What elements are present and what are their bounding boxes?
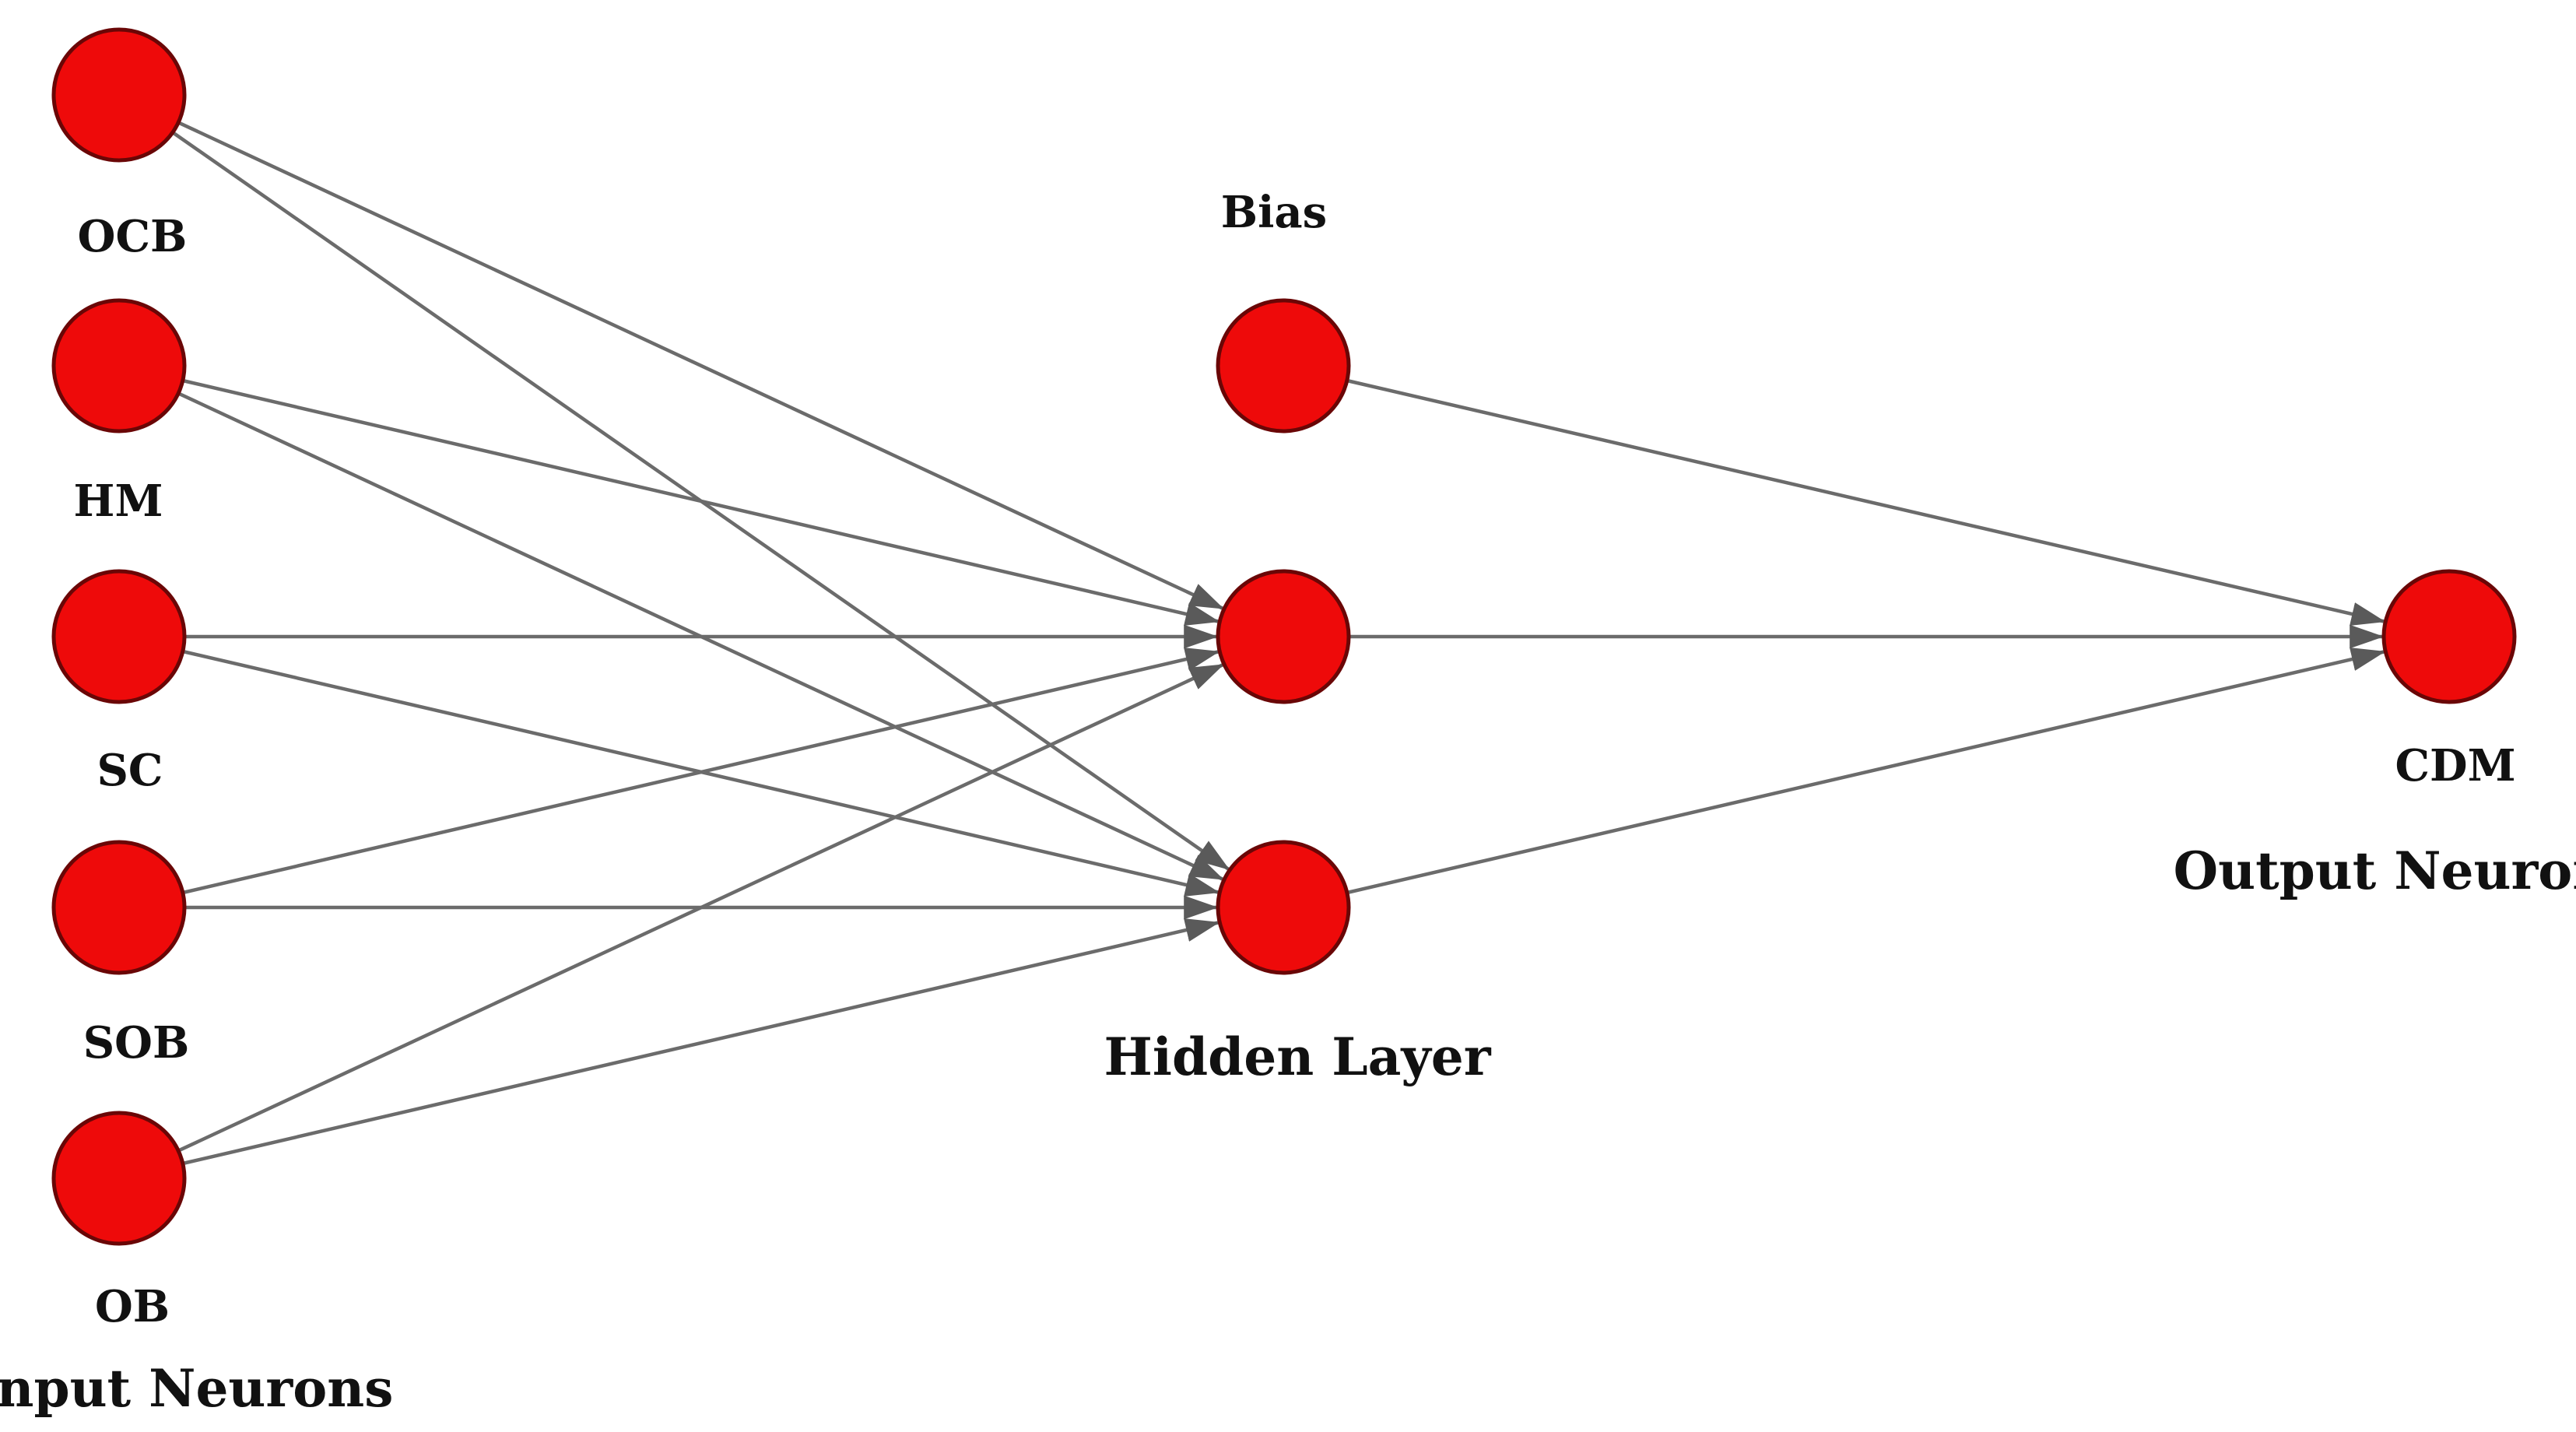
input-neuron-hm <box>51 298 187 433</box>
hidden-layer-caption: Hidden Layer <box>1104 1027 1492 1087</box>
edge-ob-to-h1 <box>177 663 1224 1153</box>
edge-ob-to-h2 <box>182 918 1220 1166</box>
input-label-sob: SOB <box>83 1017 190 1069</box>
hidden-neuron-bias <box>1216 298 1351 433</box>
input-label-sc: SC <box>97 745 163 796</box>
output-neuron-cdm <box>2381 569 2517 704</box>
edge-sob-to-h1 <box>182 648 1220 895</box>
edge-bias-to-cdm <box>1346 378 2386 626</box>
edges <box>171 121 2386 1166</box>
output-label-cdm: CDM <box>2395 740 2515 791</box>
edge-ocb-to-h1 <box>177 121 1224 610</box>
input-neuron-ob <box>51 1111 187 1246</box>
input-label-ocb: OCB <box>78 211 188 262</box>
input-layer-caption: Input Neurons <box>0 1358 393 1419</box>
input-label-ob: OB <box>95 1281 170 1332</box>
bias-label: Bias <box>1221 187 1327 238</box>
edge-h2-to-cdm <box>1346 648 2386 895</box>
neurons <box>51 27 2517 1246</box>
input-neuron-sc <box>51 569 187 704</box>
hidden-neuron-h2 <box>1216 840 1351 975</box>
input-neuron-ocb <box>51 27 187 163</box>
input-neuron-sob <box>51 840 187 975</box>
hidden-neuron-h1 <box>1216 569 1351 704</box>
input-label-hm: HM <box>74 476 163 527</box>
output-layer-caption: Output Neuron <box>2174 841 2576 901</box>
edge-hm-to-h1 <box>182 378 1220 626</box>
